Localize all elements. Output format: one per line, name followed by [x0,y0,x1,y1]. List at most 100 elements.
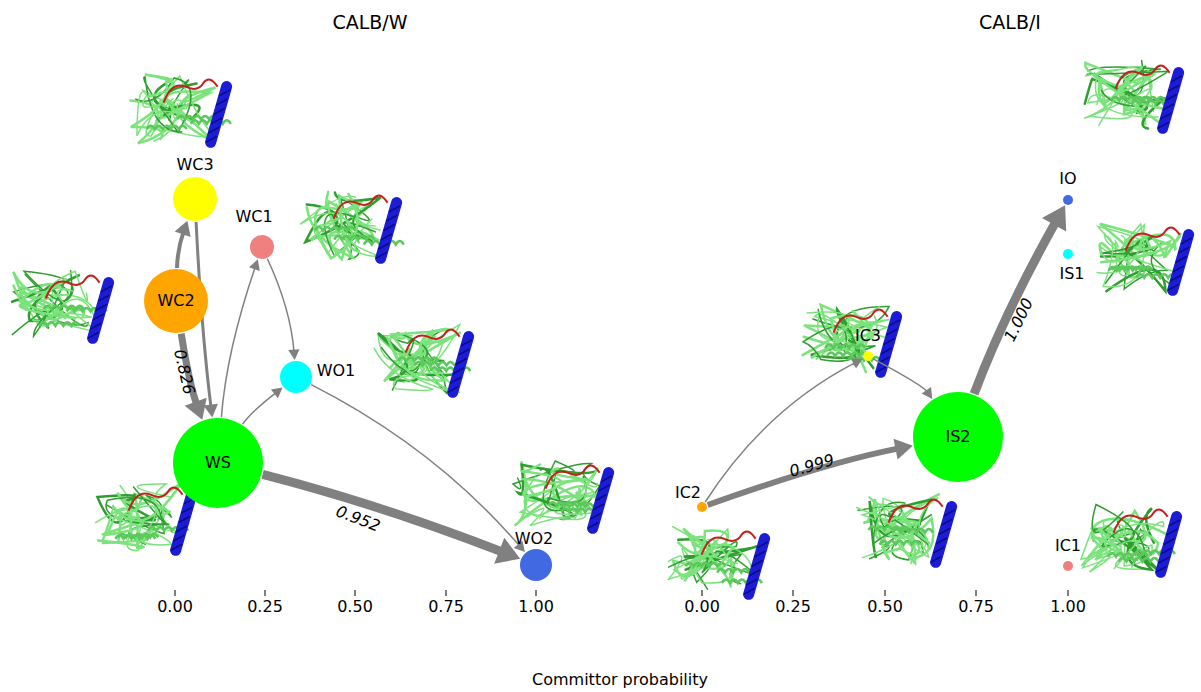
ribbon-strand [381,325,460,393]
lid-loop [406,330,460,353]
tick-label: 0.75 [958,599,994,615]
tick-label: 1.00 [1050,599,1086,615]
protein-ribbon [96,483,196,551]
state-circle: WC3 [173,177,217,221]
transition-arrow [311,385,525,552]
panel-title: CALB/I [979,13,1041,32]
ribbon-helix [825,345,865,349]
arrow-shaft [873,359,927,392]
transition-arrow [267,259,299,360]
blue-helix [176,495,192,551]
helix-turns [376,206,400,259]
arrow-shaft [221,267,255,417]
protein-ribbon [1084,61,1182,129]
tick-label: 0.50 [337,599,373,615]
state-circle: IS1 [1063,249,1073,259]
tick-label: 1.00 [518,599,554,615]
transition-arrow [708,439,913,505]
helix-turns [448,340,472,393]
state-circle: IC2 [697,502,707,512]
lid-loop [164,80,218,103]
blue-helix [381,203,397,259]
blue-helix [1161,517,1177,573]
transition-arrow [175,221,191,268]
helix-turns [171,498,195,551]
blue-helix [93,283,109,339]
blue-helix [1173,235,1189,291]
axis-ticks [175,590,1068,596]
tick-label: 0.00 [684,599,720,615]
protein-ribbon [1081,505,1180,574]
state-circle: WC2 [144,269,208,333]
state-label: WO1 [317,363,356,379]
ribbon-helix [1119,558,1159,562]
state-label: IS2 [945,429,970,445]
ribbon-strand [527,476,598,526]
protein-ribbon [131,74,231,143]
state-label: IO [1059,171,1076,187]
ribbon-strand [137,92,186,136]
tick-label: 0.25 [247,599,283,615]
transition-arrow [243,388,283,425]
ribbon-helix [869,526,909,530]
arrow-head [185,398,207,420]
ribbon-helix [315,227,355,231]
state-label: IS1 [1059,266,1084,282]
ribbon-helix [177,116,217,120]
arrow-head [271,388,283,399]
lid-loop [1116,66,1170,89]
arrow-shaft [267,259,294,352]
panel-title: CALB/W [332,13,407,32]
state-circle: WC1 [250,235,274,259]
state-circle: IC1 [1063,561,1073,571]
ribbon-helix [398,357,438,361]
transition-arrow [263,474,521,563]
state-label: WC1 [235,209,272,225]
edge-flux-label: 1.000 [1002,296,1036,344]
blue-helix [749,539,765,595]
lid-loop [546,466,600,489]
arrow-head [922,387,933,399]
tick-label: 0.75 [428,599,464,615]
ribbon-helix [118,534,158,538]
protein-ribbon [12,271,112,339]
state-label: IC3 [855,328,881,344]
ribbon-helix [549,502,589,506]
ribbon-helix [827,353,867,357]
arrow-shaft [708,448,899,505]
tick-label: 0.00 [157,599,193,615]
ribbon-strand [807,306,889,353]
edge-flux-label: 0.999 [788,452,836,480]
ribbon-helix [147,126,187,130]
protein-ribbon [1097,224,1192,292]
protein-ribbon [300,192,404,259]
ribbon-strand [1081,522,1164,569]
state-label: WC2 [157,293,194,309]
lid-loop [702,532,756,555]
helix-turns [744,542,768,595]
arrow-head [249,259,260,271]
lid-loop [1126,228,1180,251]
helix-turns [206,90,230,142]
blue-helix [211,87,227,143]
axis-label: Committor probability [532,672,708,688]
arrow-head [851,359,863,369]
state-circle: WO1 [280,361,312,393]
arrow-shaft [974,221,1056,394]
edge-flux-label: 0.826 [171,348,197,396]
state-label: IC1 [1055,538,1081,554]
ribbon-helix [44,306,84,310]
protein-ribbon [374,325,472,393]
ribbon-helix [1111,97,1151,101]
protein-ribbon [857,494,955,563]
ribbon-strand [1081,525,1138,572]
lid-loop [129,488,183,511]
lid-loop [1114,510,1168,533]
ribbon-helix [686,563,726,567]
helix-turns [88,286,112,339]
lid-loop [334,196,388,219]
arrow-shaft [263,474,504,552]
state-circle: WS [173,418,263,508]
arrow-head [288,349,299,360]
